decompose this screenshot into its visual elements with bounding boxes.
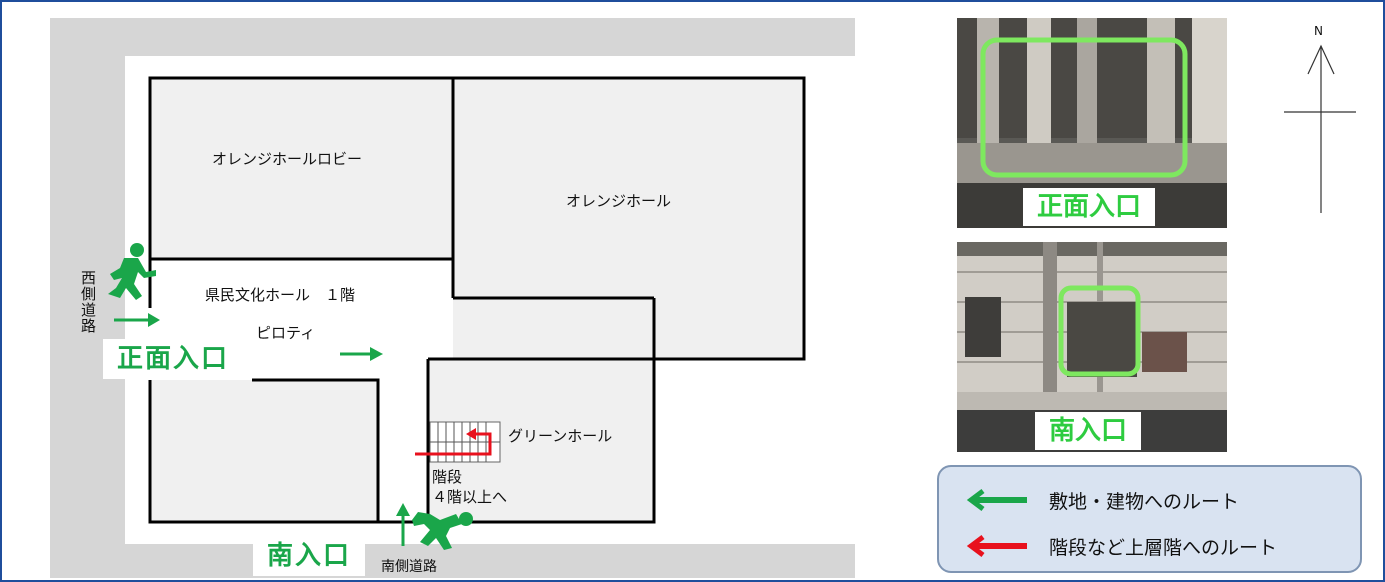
legend-item-green: 敷地・建物へのルート: [961, 485, 1239, 515]
green-arrow-icon: [966, 489, 1027, 511]
orange-hall-lobby-label: オレンジホールロビー: [212, 150, 363, 168]
route-legend: 敷地・建物へのルート 階段など上層階へのルート: [937, 465, 1362, 573]
south-entrance-photo: 南入口: [957, 242, 1227, 452]
north-compass-icon: [1284, 44, 1356, 213]
north-label: N: [1314, 24, 1323, 38]
stairs-label: 階段: [432, 468, 463, 486]
south-entrance-caption: 南入口: [1035, 412, 1142, 450]
stairs-graphic: [415, 421, 501, 463]
lower-left-room: [150, 380, 378, 522]
north-road: [50, 18, 855, 56]
orange-hall-lobby-area: [150, 78, 453, 259]
kenmin-hall-label: 県民文化ホール １階: [205, 286, 356, 304]
south-road: [50, 544, 855, 578]
red-arrow-icon: [966, 535, 1027, 557]
exit-figure-icon-south: [412, 512, 473, 550]
south-road-label: 南側道路: [381, 559, 437, 575]
front-entrance-caption: 正面入口: [1023, 188, 1156, 226]
front-entrance-photo: 正面入口: [957, 18, 1227, 228]
orange-hall-label: オレンジホール: [566, 192, 672, 210]
front-entrance-label: 正面入口: [103, 339, 244, 379]
west-road: [50, 18, 125, 578]
piloti-label: ピロティ: [256, 324, 316, 342]
stairs-note-label: ４階以上へ: [432, 488, 508, 506]
west-road-label: 西側道路: [79, 270, 97, 334]
legend-red-label: 階段など上層階へのルート: [1049, 536, 1278, 559]
legend-item-red: 階段など上層階へのルート: [961, 531, 1277, 561]
legend-green-label: 敷地・建物へのルート: [1049, 490, 1240, 513]
orange-hall-area: [453, 78, 804, 359]
south-entrance-label: 南入口: [253, 536, 366, 576]
exit-figure-icon-west: [108, 243, 156, 300]
green-hall-label: グリーンホール: [508, 427, 613, 445]
